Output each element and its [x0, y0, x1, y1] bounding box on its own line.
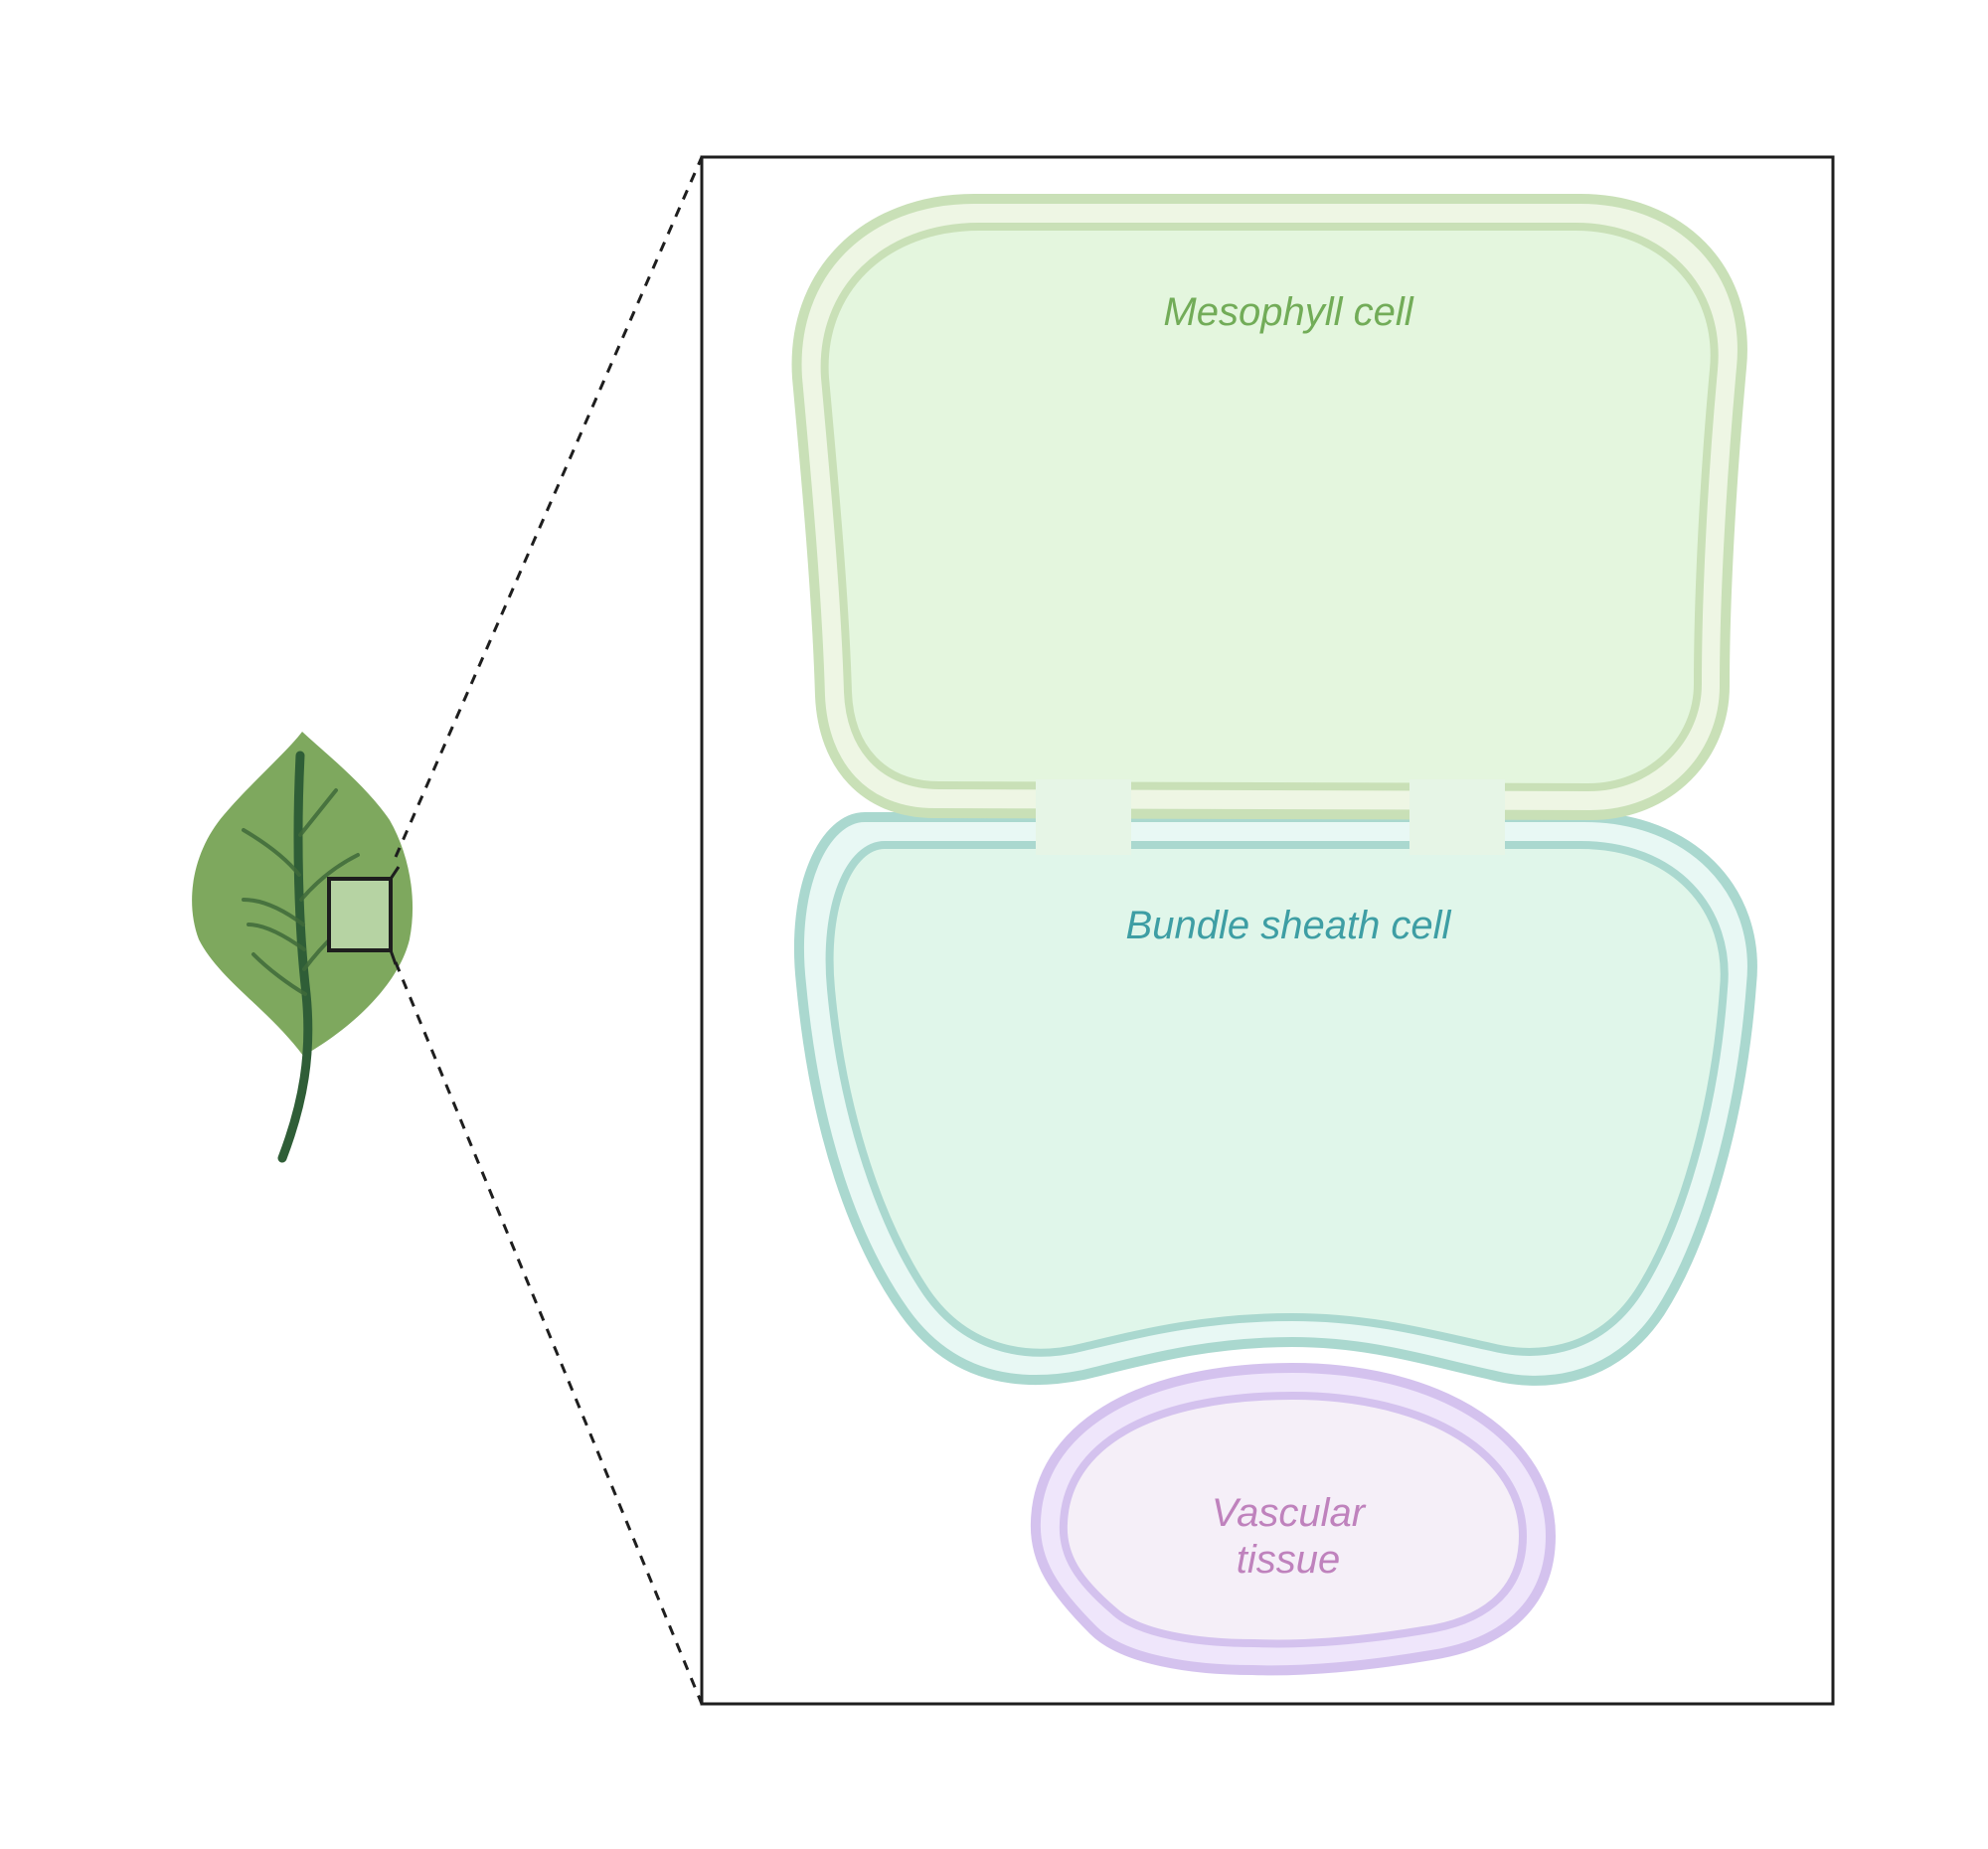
- mesophyll-inner-wall: [820, 223, 1719, 792]
- zoom-connector-top: [394, 156, 704, 858]
- bundle-sheath-cell-label: Bundle sheath cell: [1126, 904, 1452, 947]
- leaf-icon: [192, 732, 414, 1163]
- zoom-connector-bottom: [394, 961, 704, 1705]
- vascular-inner-wall: [1059, 1391, 1528, 1648]
- plasmodesma-left: [1036, 779, 1131, 855]
- mesophyll-cell: [791, 194, 1747, 821]
- vascular-tissue: [1030, 1362, 1557, 1676]
- vascular-tissue-label-line2: tissue: [1237, 1538, 1341, 1582]
- bundle-sheath-cell: [793, 812, 1757, 1386]
- bundle-sheath-inner-wall: [825, 841, 1729, 1357]
- plasmodesma-right: [1409, 779, 1505, 855]
- leaf-edge-tick: [389, 866, 401, 880]
- leaf-edge-tick: [389, 949, 398, 965]
- zoom-region-marker: [327, 877, 393, 952]
- vascular-tissue-label-line1: Vascular: [1212, 1491, 1367, 1535]
- mesophyll-cell-label: Mesophyll cell: [1163, 290, 1413, 334]
